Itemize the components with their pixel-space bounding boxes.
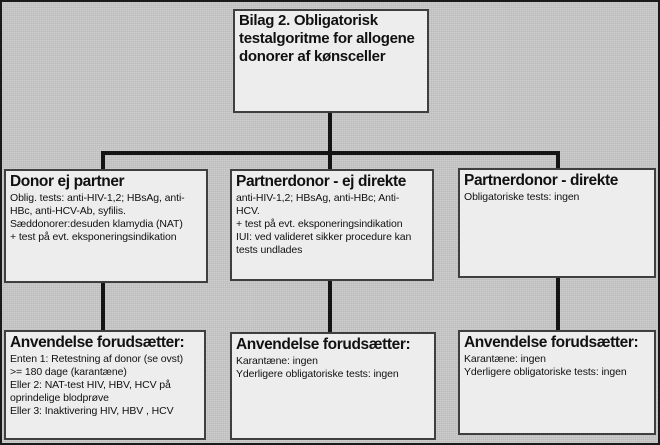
text-line: Enten 1: Retestning af donor (se ovst) xyxy=(10,353,184,365)
node-title: Anvendelse forudsætter: xyxy=(10,334,185,351)
text-line: Eller 2: NAT-test HIV, HBV, HCV på xyxy=(10,379,171,391)
text-line: + test på evt. eksponeringsindikation xyxy=(10,231,177,243)
node-donor-ej-partner: Donor ej partner Oblig. tests: anti-HIV-… xyxy=(4,169,208,283)
text-line: + test på evt. eksponeringsindikation xyxy=(236,218,403,230)
text-line: HBc, anti-HCV-Ab, syfilis. xyxy=(10,205,126,217)
text-line: Obligatoriske tests: ingen xyxy=(464,191,580,203)
connector-left-column-down xyxy=(101,281,105,332)
connector-branch-drop-right xyxy=(556,151,560,170)
text-line: Karantæne: ingen xyxy=(464,353,546,365)
text-line: IUI: ved valideret sikker procedure kan xyxy=(236,231,412,243)
node-requirements-right: Anvendelse forudsætter: Karantæne: ingen… xyxy=(458,330,656,435)
node-body: anti-HIV-1,2; HBsAg, anti-HBc; Anti-HCV.… xyxy=(236,192,428,257)
node-title: Donor ej partner xyxy=(10,173,125,190)
text-line: Yderligere obligatoriske tests: ingen xyxy=(464,366,627,378)
text-line: anti-HIV-1,2; HBsAg, anti-HBc; Anti- xyxy=(236,192,400,204)
connector-root-stem xyxy=(328,111,332,169)
node-body: Obligatoriske tests: ingen xyxy=(464,191,650,204)
node-requirements-center: Anvendelse forudsætter: Karantæne: ingen… xyxy=(230,332,436,440)
connector-branch-horizontal xyxy=(101,151,560,155)
text-line: oprindelige blodprøve xyxy=(10,392,109,404)
node-partnerdonor-direkte: Partnerdonor - direkte Obligatoriske tes… xyxy=(458,168,656,278)
node-body: Enten 1: Retestning af donor (se ovst)>=… xyxy=(10,353,200,418)
node-requirements-left: Anvendelse forudsætter: Enten 1: Retestn… xyxy=(4,330,206,440)
node-title: Anvendelse forudsætter: xyxy=(464,334,639,351)
text-line: HCV. xyxy=(236,205,260,217)
text-line: tests undlades xyxy=(236,244,303,256)
text-line: Bilag 2. Obligatorisk xyxy=(239,12,378,29)
text-line: testalgoritme for allogene xyxy=(239,30,415,47)
text-line: >= 180 dage (karantæne) xyxy=(10,366,127,378)
text-line: Yderligere obligatoriske tests: ingen xyxy=(236,368,399,380)
node-partnerdonor-ej-direkte: Partnerdonor - ej direkte anti-HIV-1,2; … xyxy=(230,169,434,281)
text-line: Oblig. tests: anti-HIV-1,2; HBsAg, anti- xyxy=(10,192,185,204)
node-title: Partnerdonor - ej direkte xyxy=(236,173,407,190)
connector-right-column-down xyxy=(556,276,560,332)
node-title: Partnerdonor - direkte xyxy=(464,172,618,189)
text-line: Eller 3: Inaktivering HIV, HBV , HCV xyxy=(10,405,174,417)
connector-center-column-down xyxy=(328,279,332,334)
connector-branch-drop-left xyxy=(101,151,105,171)
node-title: Anvendelse forudsætter: xyxy=(236,336,411,353)
text-line: Sæddonorer:desuden klamydia (NAT) xyxy=(10,218,183,230)
text-line: Karantæne: ingen xyxy=(236,355,318,367)
text-line: donorer af kønsceller xyxy=(239,48,386,65)
node-body: Oblig. tests: anti-HIV-1,2; HBsAg, anti-… xyxy=(10,192,202,244)
